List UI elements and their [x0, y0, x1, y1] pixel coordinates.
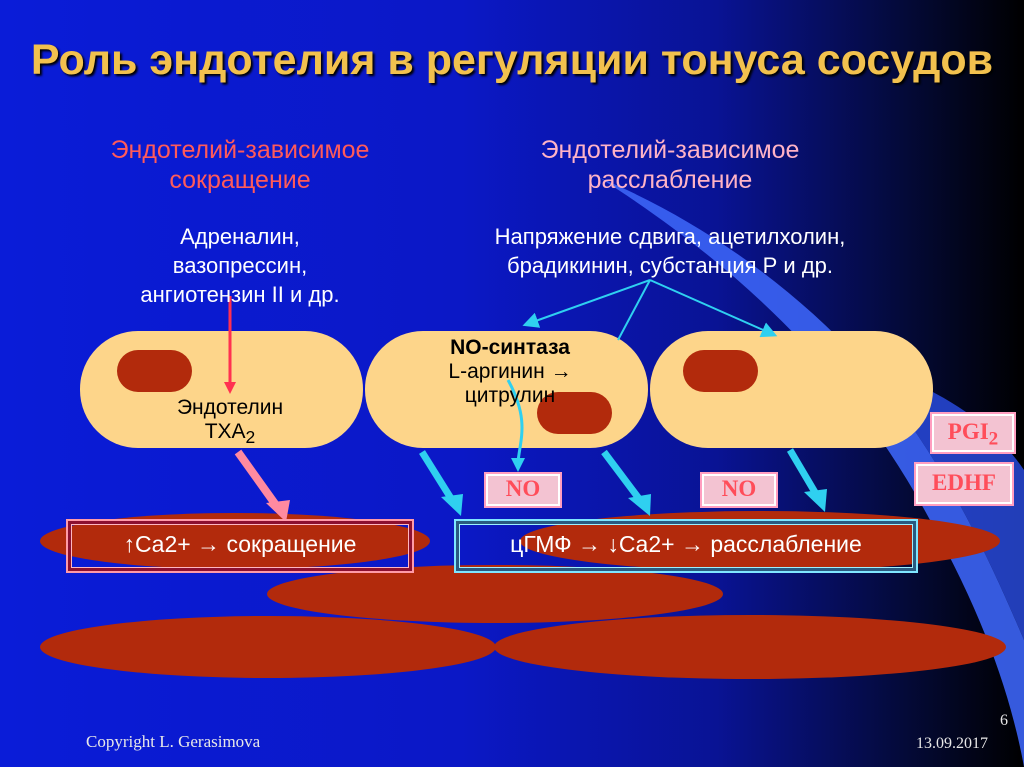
no-badge: NO — [484, 472, 562, 508]
stimulus-arrow-b — [617, 279, 651, 341]
relax-arrow-3 — [786, 448, 820, 496]
txa-text: TXA — [204, 420, 246, 443]
relaxation-box: цГМФ → ↓Ca2+ → расслабление — [454, 519, 918, 573]
stimuli-line: брадикинин, субстанция Р и др. — [506, 253, 834, 278]
contraction-arrowhead — [266, 500, 290, 522]
muscle-cell-1 — [40, 513, 430, 569]
no-badge: NO — [700, 472, 778, 508]
nucleus-3 — [683, 350, 758, 392]
contraction-stimuli: Адреналин, вазопрессин, ангиотензин II и… — [80, 222, 400, 309]
muscle-cell-5 — [494, 615, 1006, 679]
citrulline-text: цитрулин — [464, 384, 556, 407]
contraction-caption: Эндотелий-зависимое сокращение — [70, 135, 410, 195]
nucleus-1 — [117, 350, 192, 392]
contraction-caption-line1: Эндотелий-зависимое — [110, 136, 370, 164]
stimulus-arrow-a — [522, 279, 651, 328]
muscle-cell-4 — [40, 616, 496, 678]
pgi-text: PGI — [947, 419, 989, 444]
slide-date: 13.09.2017 — [916, 735, 988, 752]
relaxation-caption: Эндотелий-зависимое расслабление — [470, 135, 870, 195]
stimulus-arrowhead-left — [224, 382, 236, 394]
pgi-subscript: 2 — [988, 428, 999, 450]
stimuli-line: Напряжение сдвига, ацетилхолин, — [494, 224, 846, 249]
relax-arrowhead-1 — [441, 494, 463, 516]
stimulus-arrow-c — [649, 279, 778, 338]
no-synthase-label: NO-синтаза L-аргинин → цитрулин — [370, 336, 650, 408]
stimuli-line: вазопрессин, — [172, 253, 308, 278]
no-synthase-text: NO-синтаза — [450, 336, 570, 359]
contraction-box: ↑Ca2+ → сокращение — [66, 519, 414, 573]
contraction-arrow — [234, 449, 282, 511]
endothelin-label: Эндотелин TXA2 — [130, 396, 330, 449]
endothelial-cell-3 — [650, 331, 933, 448]
muscle-cell-3 — [267, 565, 723, 623]
no-synthesis-arrow — [506, 379, 524, 463]
relax-arrowhead-2 — [628, 494, 651, 516]
slide-title: Роль эндотелия в регуляции тонуса сосудо… — [30, 36, 994, 84]
muscle-cell-2 — [520, 511, 1000, 571]
stimuli-line: Адреналин, — [180, 224, 300, 249]
no-synthesis-arrowhead — [511, 458, 525, 472]
relax-arrowhead-3 — [804, 489, 827, 512]
stimuli-line: ангиотензин II и др. — [140, 282, 340, 307]
nucleus-2 — [537, 392, 612, 434]
relaxation-stimuli: Напряжение сдвига, ацетилхолин, брадикин… — [430, 222, 910, 280]
relax-arrow-2 — [601, 449, 643, 503]
relax-arrow-1 — [419, 450, 455, 502]
pgi2-badge: PGI2 — [930, 412, 1016, 454]
endothelin-text: Эндотелин — [176, 396, 284, 419]
page-number: 6 — [1000, 712, 1008, 729]
copyright: Copyright L. Gerasimova — [86, 732, 261, 751]
relaxation-caption-line1: Эндотелий-зависимое — [540, 136, 800, 164]
contraction-caption-line2: сокращение — [169, 166, 311, 194]
txa-subscript: 2 — [245, 427, 256, 448]
relaxation-caption-line2: расслабление — [587, 166, 753, 194]
edhf-badge: EDHF — [914, 462, 1014, 506]
l-arginine-text: L-аргинин → — [448, 360, 572, 383]
